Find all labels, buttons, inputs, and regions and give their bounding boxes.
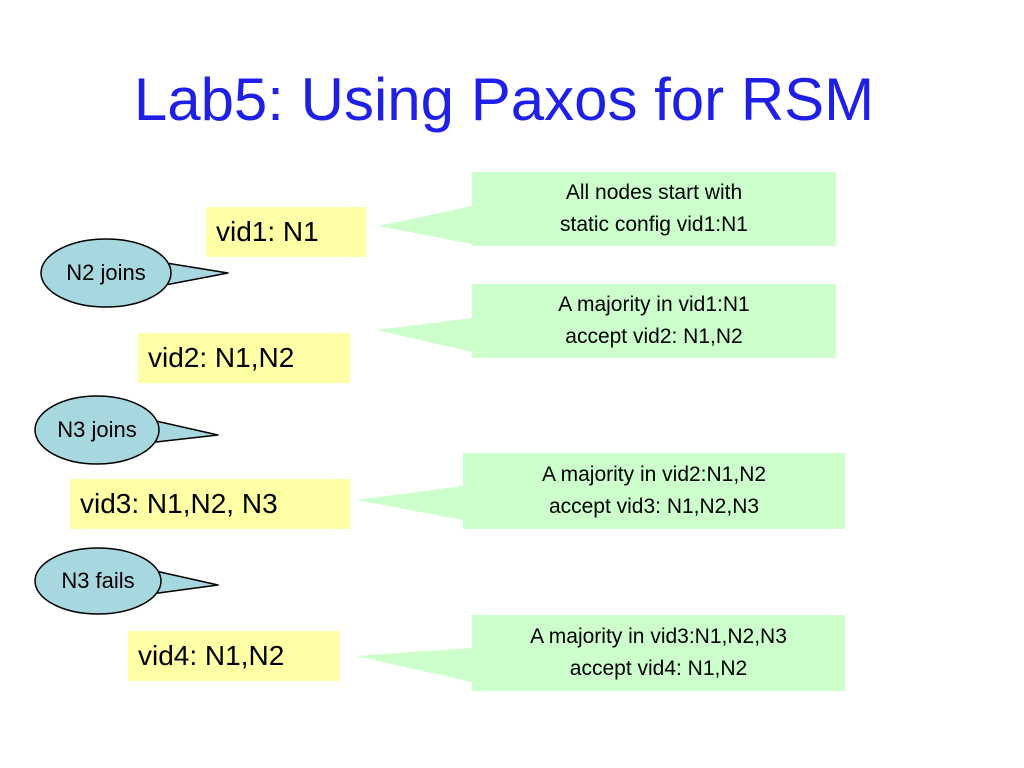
view-box-1: vid1: N1	[206, 207, 366, 257]
note-3-callout-tail	[356, 486, 463, 520]
note-3-line-1: A majority in vid2:N1,N2	[541, 463, 767, 486]
note-4-line-2: accept vid4: N1,N2	[569, 657, 748, 680]
note-box-4: A majority in vid3:N1,N2,N3 accept vid4:…	[472, 615, 845, 691]
view-box-2: vid2: N1,N2	[138, 333, 350, 383]
event-bubble-3	[34, 547, 219, 615]
note-box-3: A majority in vid2:N1,N2 accept vid3: N1…	[463, 453, 845, 529]
note-2-line-2: accept vid2: N1,N2	[565, 325, 743, 348]
note-2-line-1: A majority in vid1:N1	[558, 293, 750, 316]
note-3-line-2: accept vid3: N1,N2,N3	[548, 495, 760, 518]
view-box-4: vid4: N1,N2	[128, 631, 340, 681]
note-2-callout-tail	[376, 318, 472, 352]
event-bubble-2	[34, 395, 219, 465]
event-bubble-1	[40, 238, 229, 308]
event-label-3: N3 fails	[61, 568, 135, 593]
event-label-2: N3 joins	[57, 417, 137, 442]
slide-title: Lab5: Using Paxos for RSM	[133, 66, 875, 133]
note-1-callout-tail	[378, 206, 472, 244]
note-4-callout-tail	[356, 648, 472, 682]
view-box-3: vid3: N1,N2, N3	[70, 479, 350, 529]
note-box-2: A majority in vid1:N1 accept vid2: N1,N2	[472, 284, 836, 358]
note-1-line-2: static config vid1:N1	[560, 213, 748, 236]
note-4-line-1: A majority in vid3:N1,N2,N3	[530, 625, 787, 648]
note-box-1: All nodes start with static config vid1:…	[472, 172, 836, 246]
note-1-line-1: All nodes start with	[565, 181, 743, 204]
event-label-1: N2 joins	[66, 260, 146, 285]
